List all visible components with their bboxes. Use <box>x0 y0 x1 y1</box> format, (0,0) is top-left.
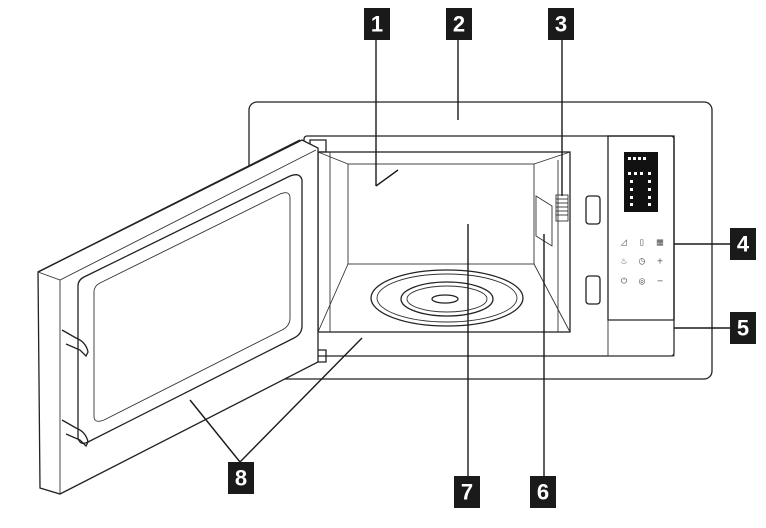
callout-label: 2 <box>453 12 465 37</box>
callout-label: 5 <box>737 316 749 341</box>
callout-7: 7 <box>454 476 480 508</box>
callout-label: 7 <box>461 480 473 505</box>
turntable <box>370 269 524 327</box>
microwave-body <box>303 135 675 357</box>
minus-button[interactable]: − <box>657 277 664 286</box>
stop-button[interactable]: ⏻ <box>621 277 628 286</box>
callout-label: 8 <box>235 466 247 491</box>
power-level-button[interactable]: ◿ <box>620 238 627 247</box>
defrost-button[interactable]: ♨ <box>620 257 627 266</box>
callout-2: 2 <box>446 8 472 40</box>
door-latch-bottom <box>585 275 601 305</box>
plus-button[interactable]: + <box>657 257 664 266</box>
callout-3: 3 <box>548 8 574 40</box>
control-panel: ◿ ▯ ▦ ♨ ◷ + ⏻ ◎ − <box>607 135 675 357</box>
door-latch-top <box>585 195 601 225</box>
door <box>37 139 319 495</box>
door-hook-top <box>61 329 89 358</box>
menu-button[interactable]: ▯ <box>640 238 644 247</box>
callout-8: 8 <box>228 462 254 494</box>
waveguide-cover <box>535 195 553 247</box>
door-window-inner <box>93 192 291 422</box>
callout-5: 5 <box>730 312 756 344</box>
leader-lines <box>189 40 730 476</box>
callout-label: 4 <box>737 232 750 257</box>
cavity <box>317 151 571 333</box>
door-hook-bottom <box>61 419 89 448</box>
grid-button[interactable]: ▦ <box>656 238 664 247</box>
callout-4: 4 <box>730 228 756 260</box>
display <box>624 152 658 212</box>
callout-1: 1 <box>364 8 390 40</box>
callout-label: 6 <box>537 480 549 505</box>
callout-6: 6 <box>530 476 556 508</box>
timer-button[interactable]: ◷ <box>639 257 646 266</box>
start-button[interactable]: ◎ <box>639 277 646 286</box>
callout-label: 1 <box>371 12 383 37</box>
callout-label: 3 <box>555 12 567 37</box>
